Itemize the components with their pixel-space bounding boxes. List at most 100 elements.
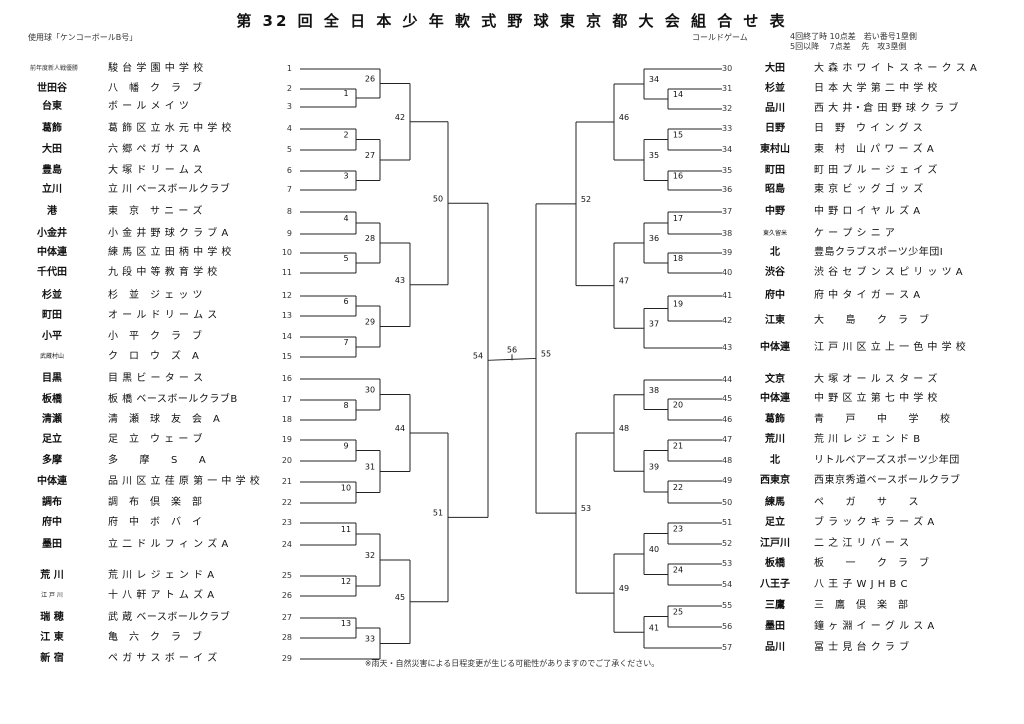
area-label: 杉並 <box>42 290 62 301</box>
area-label: 文京 <box>765 374 785 385</box>
area-label: 多摩 <box>42 455 62 466</box>
area-label: 大田 <box>765 63 785 74</box>
game-number: 12 <box>341 577 351 586</box>
team-number: 30 <box>722 64 733 73</box>
team-number: 29 <box>281 654 292 663</box>
team-number: 47 <box>722 435 733 444</box>
rule-line: 5回以降 7点差 先 攻3塁側 <box>790 42 907 51</box>
game-number: 6 <box>343 297 348 306</box>
area-label: 板橋 <box>42 394 62 405</box>
team-number: 17 <box>281 395 292 404</box>
area-label: 立川 <box>42 184 62 195</box>
area-label: 江戸川 <box>760 538 790 549</box>
ball-note: 使用球「ケンコーボールB号」 <box>28 33 138 42</box>
team-number: 9 <box>286 229 292 238</box>
game-number: 46 <box>619 113 629 122</box>
team-name: ボ ー ル メ イ ツ <box>108 101 190 112</box>
team-number: 57 <box>722 643 733 652</box>
area-label: 府中 <box>765 290 785 301</box>
area-label: 豊島 <box>42 165 62 176</box>
team-row: 江 戸 川 十 八 軒 ア ト ム ズ A 26 <box>0 588 300 604</box>
team-number: 26 <box>281 591 292 600</box>
area-label: 大田 <box>42 144 62 155</box>
game-number: 44 <box>395 424 405 433</box>
team-name: 東 村 山 パ ワ ー ズ A <box>814 144 935 155</box>
area-label: 墨田 <box>765 621 785 632</box>
team-number: 15 <box>281 352 292 361</box>
team-number: 28 <box>281 633 292 642</box>
team-number: 37 <box>722 207 733 216</box>
team-number: 4 <box>286 124 292 133</box>
team-name: オ ー ル ド リ ー ム ス <box>108 310 218 321</box>
game-number: 41 <box>649 623 659 632</box>
team-number: 25 <box>281 571 292 580</box>
team-number: 44 <box>722 375 733 384</box>
team-name: 六 郷 ペ ガ サ ス A <box>108 144 201 155</box>
team-name: 府 中 タ イ ガ ー ス A <box>814 290 921 301</box>
team-name: ブ ラ ッ ク キ ラ ー ズ A <box>814 517 935 528</box>
team-name: 中 野 ロ イ ヤ ル ズ A <box>814 206 921 217</box>
area-label: 目黒 <box>42 373 62 384</box>
team-number: 40 <box>722 268 733 277</box>
team-number: 32 <box>722 104 733 113</box>
game-number: 2 <box>343 131 348 140</box>
team-name: 中 野 区 立 第 七 中 学 校 <box>814 393 938 404</box>
game-number: 22 <box>673 483 683 492</box>
team-name: 日 本 大 学 第 二 中 学 校 <box>814 83 938 94</box>
area-label: 武蔵村山 <box>39 353 64 360</box>
area-label: 中体連 <box>37 476 67 487</box>
team-name: 練 馬 区 立 田 柄 中 学 校 <box>108 247 232 258</box>
area-label: 東久留米 <box>762 230 787 237</box>
game-number: 40 <box>649 545 659 554</box>
area-label: 港 <box>47 206 57 217</box>
game-number: 23 <box>673 525 683 534</box>
team-number: 23 <box>281 518 292 527</box>
team-name: 小 金 井 野 球 ク ラ ブ A <box>108 228 229 239</box>
team-name: 目 黒 ビ ー タ ー ス <box>108 373 204 384</box>
team-name: 十 八 軒 ア ト ム ズ A <box>108 590 215 601</box>
game-number: 5 <box>343 254 348 263</box>
area-label: 江 戸 川 <box>41 592 63 599</box>
page-title: 第 32 回 全 日 本 少 年 軟 式 野 球 東 京 都 大 会 組 合 せ… <box>236 12 788 30</box>
team-number: 34 <box>722 145 733 154</box>
game-number: 48 <box>619 424 629 433</box>
game-number: 36 <box>649 234 659 243</box>
area-label: 千代田 <box>37 267 67 278</box>
area-label: 府中 <box>42 517 62 528</box>
team-name: 日 野 ウ イ ン グ ス <box>814 123 924 134</box>
team-number: 27 <box>281 613 292 622</box>
area-label: 町田 <box>765 165 785 176</box>
game-number: 32 <box>365 551 375 560</box>
team-name: 三 鷹 倶 楽 部 <box>814 600 909 611</box>
team-name: 大 塚 ド リ ー ム ス <box>108 165 204 176</box>
team-number: 2 <box>286 84 292 93</box>
team-number: 6 <box>286 166 292 175</box>
game-number: 45 <box>395 593 405 602</box>
team-number: 24 <box>281 540 292 549</box>
game-number: 31 <box>365 463 375 472</box>
team-name: 鐘 ヶ 淵 イ ー グ ル ス A <box>814 621 935 632</box>
team-number: 7 <box>286 185 292 194</box>
area-label: 西東京 <box>760 475 790 486</box>
area-label: 品川 <box>765 103 785 114</box>
